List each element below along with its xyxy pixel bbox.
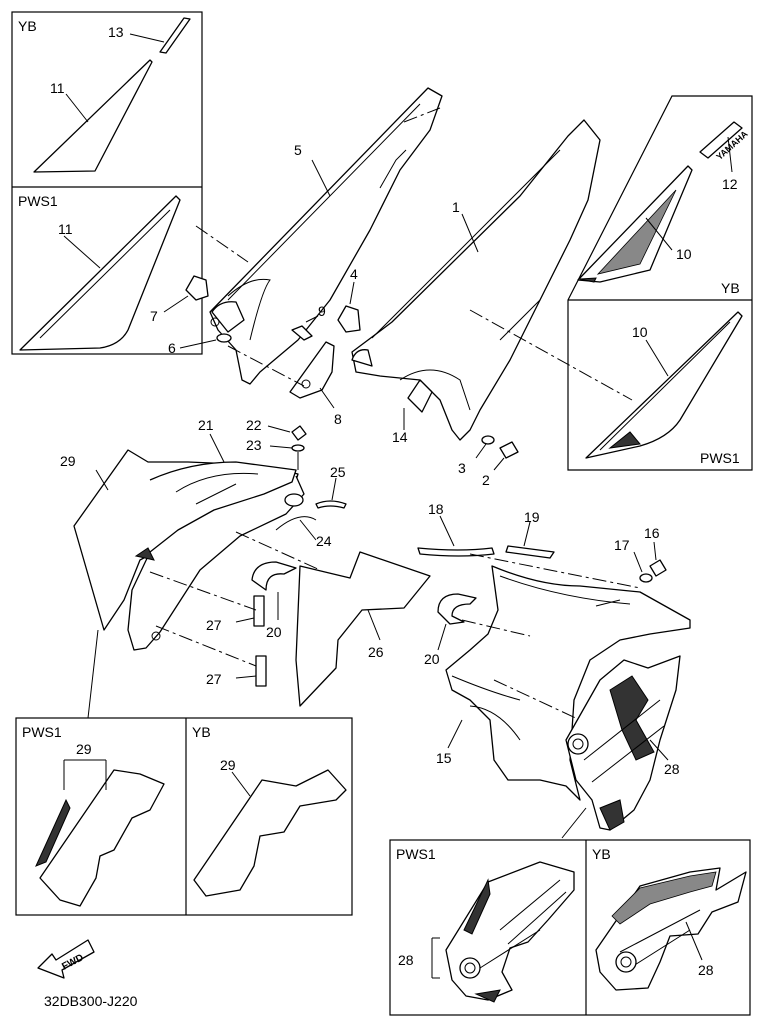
callout-1: 1: [452, 199, 460, 215]
callout-13: 13: [108, 24, 124, 40]
leader-29-inset: [87, 629, 99, 719]
callout-28-main: 28: [664, 761, 680, 777]
callout-20-right: 20: [424, 651, 440, 667]
screw-16: 16: [644, 525, 667, 577]
callout-25: 25: [330, 464, 346, 480]
callout-17: 17: [614, 537, 630, 553]
alignment-18-19: [469, 553, 641, 589]
alignment-27a: [149, 571, 257, 611]
decal-10-yb: [577, 165, 693, 283]
inset-bottom-right: PWS1 YB 28 28: [389, 839, 751, 1016]
decal-28-main: [565, 655, 681, 831]
bracket-8: 8: [289, 341, 342, 427]
side-cover-1: 1: [351, 119, 601, 441]
label-yb-top-left: YB: [18, 18, 37, 34]
screw-22: 22: [246, 417, 307, 441]
callout-27-lower: 27: [206, 671, 222, 687]
side-cover-5: 5: [209, 87, 443, 385]
callout-8: 8: [334, 411, 342, 427]
callout-12: 12: [722, 176, 738, 192]
callout-7: 7: [150, 308, 158, 324]
callout-10-yb: 10: [676, 246, 692, 262]
label-pws1-bottom-left: PWS1: [22, 724, 62, 740]
leader-28-inset: [561, 807, 587, 839]
callout-27-upper: 27: [206, 617, 222, 633]
cover-21: [127, 461, 305, 651]
label-yb-bottom-right: YB: [592, 846, 611, 862]
decal-11-yb: [33, 59, 153, 173]
label-pws1-top-right: PWS1: [700, 450, 740, 466]
alignment-26: [235, 531, 321, 571]
callout-21: 21: [198, 417, 214, 433]
alignment-20b: [461, 619, 531, 637]
callout-4: 4: [350, 266, 358, 282]
callout-28-yb: 28: [698, 962, 714, 978]
decal-28-pws1: [445, 861, 575, 1003]
alignment-28: [493, 679, 581, 721]
washer-23: 23: [246, 437, 305, 453]
callout-2: 2: [482, 472, 490, 488]
callout-26: 26: [368, 644, 384, 660]
callout-10-pws1: 10: [632, 324, 648, 340]
label-pws1-bottom-right: PWS1: [396, 846, 436, 862]
callout-29-main: 29: [60, 453, 76, 469]
alignment-27b: [155, 625, 257, 667]
label-pws1-top-left: PWS1: [18, 193, 58, 209]
diagram-code: 32DB300-J220: [44, 993, 138, 1009]
alignment-lines-upper: [195, 107, 633, 401]
callout-22: 22: [246, 417, 262, 433]
callout-6: 6: [168, 340, 176, 356]
callout-28-pws1: 28: [398, 952, 414, 968]
callout-23: 23: [246, 437, 262, 453]
callout-18: 18: [428, 501, 444, 517]
callout-16: 16: [644, 525, 660, 541]
decal-13: [159, 17, 191, 54]
callout-29-pws1: 29: [76, 741, 92, 757]
tape-27-upper: 27: [206, 595, 265, 633]
label-yb-bottom-left: YB: [192, 724, 211, 740]
seal-20-right: 20: [424, 593, 477, 667]
spacer-24: 24: [275, 493, 332, 549]
yamaha-emblem-12: YAMAHA: [699, 121, 750, 162]
inset-top-left: YB PWS1 13 11 11: [11, 11, 203, 355]
strip-18: 18: [417, 501, 495, 557]
callout-19: 19: [524, 509, 540, 525]
tape-27-lower: 27: [206, 655, 267, 687]
strip-25: 25: [315, 464, 347, 509]
screw-2: 2: [482, 441, 519, 488]
clip-7: 7: [150, 275, 209, 324]
seal-20-left: 20: [251, 561, 297, 640]
decal-28-yb: [595, 867, 747, 991]
screw-6: 6: [168, 333, 232, 356]
strip-19: 19: [505, 509, 555, 559]
clip-4: 4: [337, 266, 361, 333]
washer-17: 17: [614, 537, 653, 583]
callout-29-yb: 29: [220, 757, 236, 773]
decal-11-pws1: [19, 195, 181, 351]
label-yb-top-right: YB: [721, 280, 740, 296]
bolt-9: 9: [291, 303, 326, 341]
callout-11-yb: 11: [50, 80, 65, 96]
callout-24: 24: [316, 533, 332, 549]
cowl-15: [445, 565, 691, 801]
decal-10-pws1: [585, 311, 743, 459]
callout-20-left: 20: [266, 624, 282, 640]
fwd-arrow-icon: FWD: [37, 939, 95, 979]
inset-bottom-left: PWS1 YB 29 29: [15, 629, 353, 916]
callout-3: 3: [458, 460, 466, 476]
panel-26: 26: [295, 551, 431, 707]
callout-14: 14: [392, 429, 408, 445]
washer-3: 3: [458, 435, 495, 476]
callout-5: 5: [294, 142, 302, 158]
callout-15: 15: [436, 750, 452, 766]
callout-11-pws1: 11: [58, 221, 73, 237]
callout-9: 9: [318, 303, 326, 319]
